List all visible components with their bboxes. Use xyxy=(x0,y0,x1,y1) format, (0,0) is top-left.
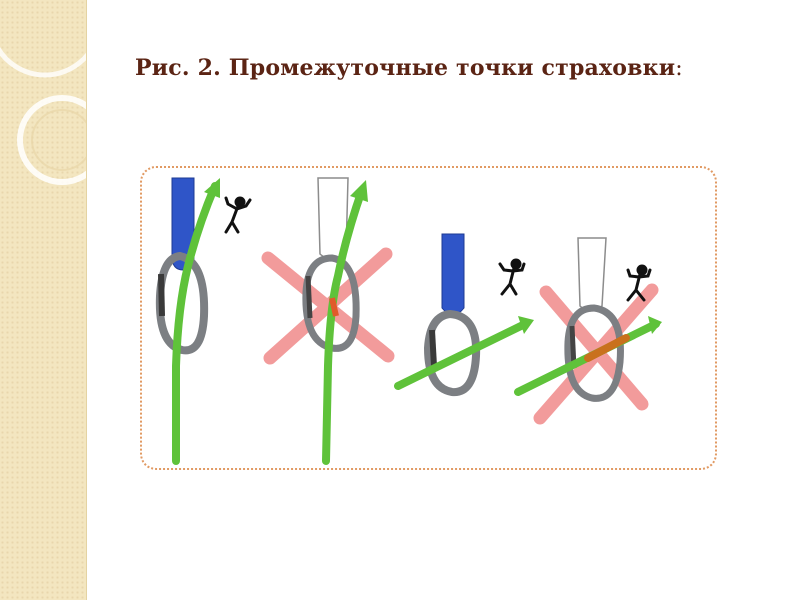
rope xyxy=(172,182,219,465)
rope-contact-highlight xyxy=(584,334,630,362)
sling xyxy=(441,233,465,316)
wrong-cross-icon xyxy=(261,247,395,365)
panel-wrong-clip-vertical xyxy=(261,177,395,465)
rope xyxy=(394,320,529,390)
panel-correct-clip-diagonal xyxy=(394,233,534,397)
rope-arrow xyxy=(350,180,368,202)
rope-arrow xyxy=(204,178,220,198)
belay-points-illustration xyxy=(155,177,662,465)
panel-wrong-clip-diagonal xyxy=(514,237,662,425)
rope-arrow xyxy=(648,316,662,334)
sling xyxy=(577,237,607,312)
climber-icon xyxy=(626,264,652,302)
decorative-side-band xyxy=(0,0,87,600)
climber-icon xyxy=(498,258,526,296)
carabiner-gate xyxy=(158,273,165,317)
climber-icon xyxy=(224,196,252,234)
title-text: Рис. 2. Промежуточные точки страховки xyxy=(135,55,676,81)
rope-contact-highlight xyxy=(329,297,339,317)
carabiner-gate xyxy=(429,329,437,367)
title-colon: : xyxy=(675,56,683,81)
slide-title: Рис. 2. Промежуточные точки страховки: xyxy=(135,55,775,81)
rope xyxy=(322,186,366,465)
panel-correct-clip-vertical xyxy=(155,177,252,465)
carabiner-gate xyxy=(305,275,313,319)
decorative-circles xyxy=(0,47,86,185)
rope-arrow xyxy=(518,316,534,334)
